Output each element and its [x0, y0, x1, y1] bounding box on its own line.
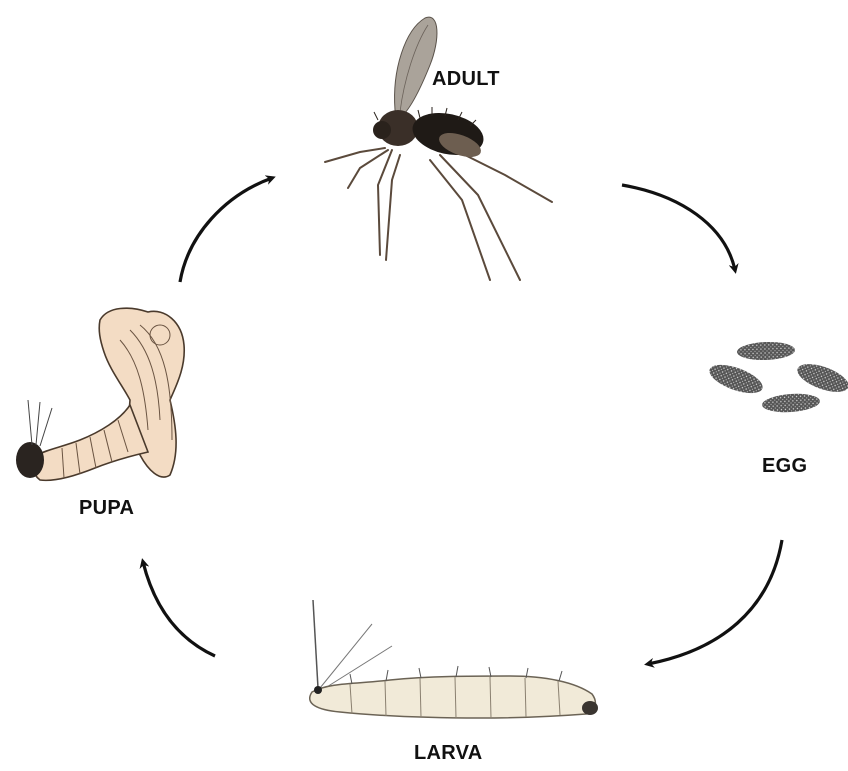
eggs-icon	[706, 341, 848, 414]
arrow-egg-to-larva	[648, 540, 782, 664]
stage-label-larva: LARVA	[414, 742, 483, 765]
stage-label-pupa: PUPA	[79, 497, 134, 520]
stage-label-egg: EGG	[762, 455, 807, 478]
arrow-pupa-to-adult	[180, 178, 272, 282]
stage-label-adult: ADULT	[432, 68, 500, 91]
arrow-larva-to-pupa	[143, 562, 215, 656]
larva-icon	[310, 600, 598, 718]
pupa-icon	[16, 308, 184, 480]
arrow-adult-to-egg	[622, 185, 735, 270]
sand-fly-adult-icon	[325, 17, 552, 280]
